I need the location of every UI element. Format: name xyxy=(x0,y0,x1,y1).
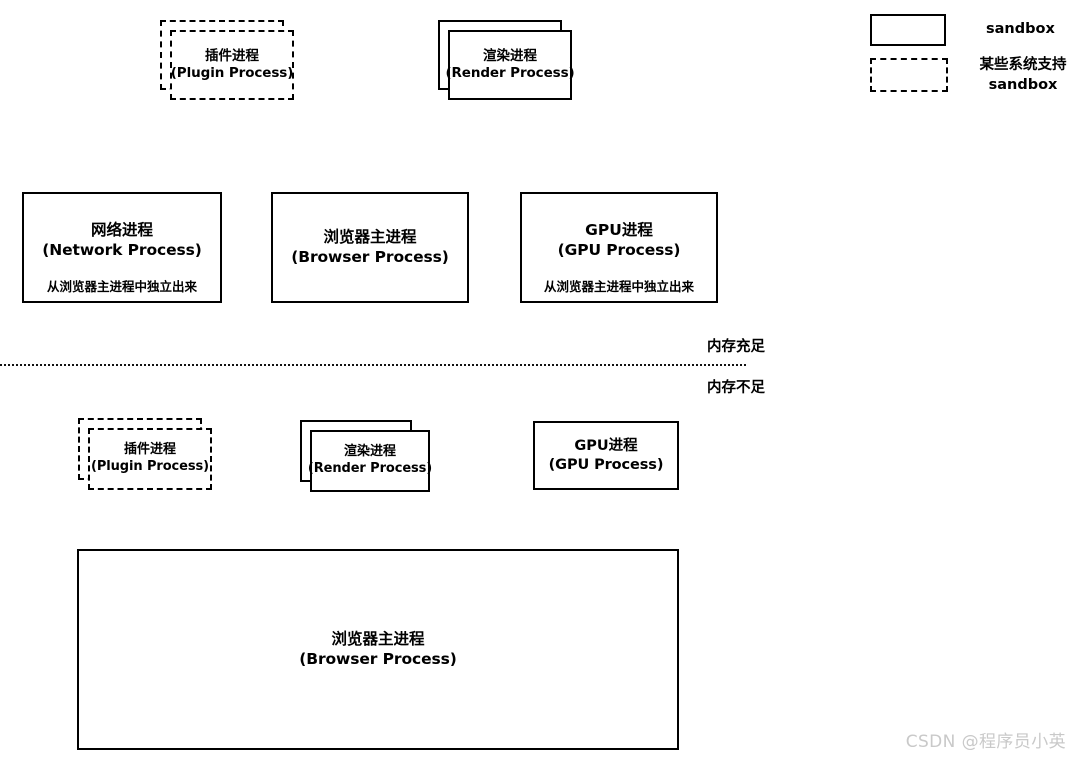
gpu-process-middle-title-en: (GPU Process) xyxy=(557,240,681,259)
render-process-low-title-cn: 渲染进程 xyxy=(343,444,396,460)
render-process-top-title-cn: 渲染进程 xyxy=(483,47,537,64)
gpu-process-low-title-en: (GPU Process) xyxy=(548,456,664,473)
csdn-watermark: CSDN @程序员小英 xyxy=(905,732,1066,752)
render-process-low[interactable]: 渲染进程 (Render Process) xyxy=(307,430,433,492)
memory-divider-line xyxy=(0,364,746,366)
gpu-process-middle[interactable]: GPU进程 (GPU Process) 从浏览器主进程中独立出来 xyxy=(520,192,718,303)
plugin-process-top[interactable]: 插件进程 (Plugin Process) xyxy=(170,30,294,100)
render-process-low-title-en: (Render Process) xyxy=(307,461,433,476)
render-process-top[interactable]: 渲染进程 (Render Process) xyxy=(445,30,575,100)
plugin-process-top-title-cn: 插件进程 xyxy=(205,47,259,64)
gpu-process-middle-subtitle: 从浏览器主进程中独立出来 xyxy=(543,279,694,294)
gpu-process-middle-title-cn: GPU进程 xyxy=(585,220,653,239)
browser-process-middle-title-en: (Browser Process) xyxy=(291,247,449,266)
browser-process-middle-title-cn: 浏览器主进程 xyxy=(323,227,417,246)
browser-process-big[interactable]: 浏览器主进程 (Browser Process) xyxy=(77,549,679,750)
render-process-top-title-en: (Render Process) xyxy=(445,65,575,81)
gpu-process-low[interactable]: GPU进程 (GPU Process) xyxy=(533,421,679,490)
divider-label-memory-insufficient: 内存不足 xyxy=(707,380,765,396)
legend-label-sandbox: sandbox xyxy=(986,21,1055,37)
network-process[interactable]: 网络进程 (Network Process) 从浏览器主进程中独立出来 xyxy=(22,192,222,303)
network-process-title-cn: 网络进程 xyxy=(90,220,153,239)
plugin-process-top-title-en: (Plugin Process) xyxy=(170,65,294,81)
network-process-subtitle: 从浏览器主进程中独立出来 xyxy=(46,279,197,294)
legend-swatch-dashed xyxy=(870,58,948,92)
legend-label-some-systems: 某些系统支持 sandbox xyxy=(979,57,1067,93)
browser-process-big-title-en: (Browser Process) xyxy=(299,649,457,668)
divider-label-memory-sufficient: 内存充足 xyxy=(707,339,765,355)
network-process-title-en: (Network Process) xyxy=(42,240,202,259)
plugin-process-low[interactable]: 插件进程 (Plugin Process) xyxy=(88,428,212,490)
browser-process-middle[interactable]: 浏览器主进程 (Browser Process) xyxy=(271,192,469,303)
plugin-process-low-title-cn: 插件进程 xyxy=(123,442,176,458)
browser-process-big-title-cn: 浏览器主进程 xyxy=(331,629,425,648)
legend-swatch-solid xyxy=(870,14,946,46)
plugin-process-low-title-en: (Plugin Process) xyxy=(91,459,209,474)
gpu-process-low-title-cn: GPU进程 xyxy=(574,437,638,454)
